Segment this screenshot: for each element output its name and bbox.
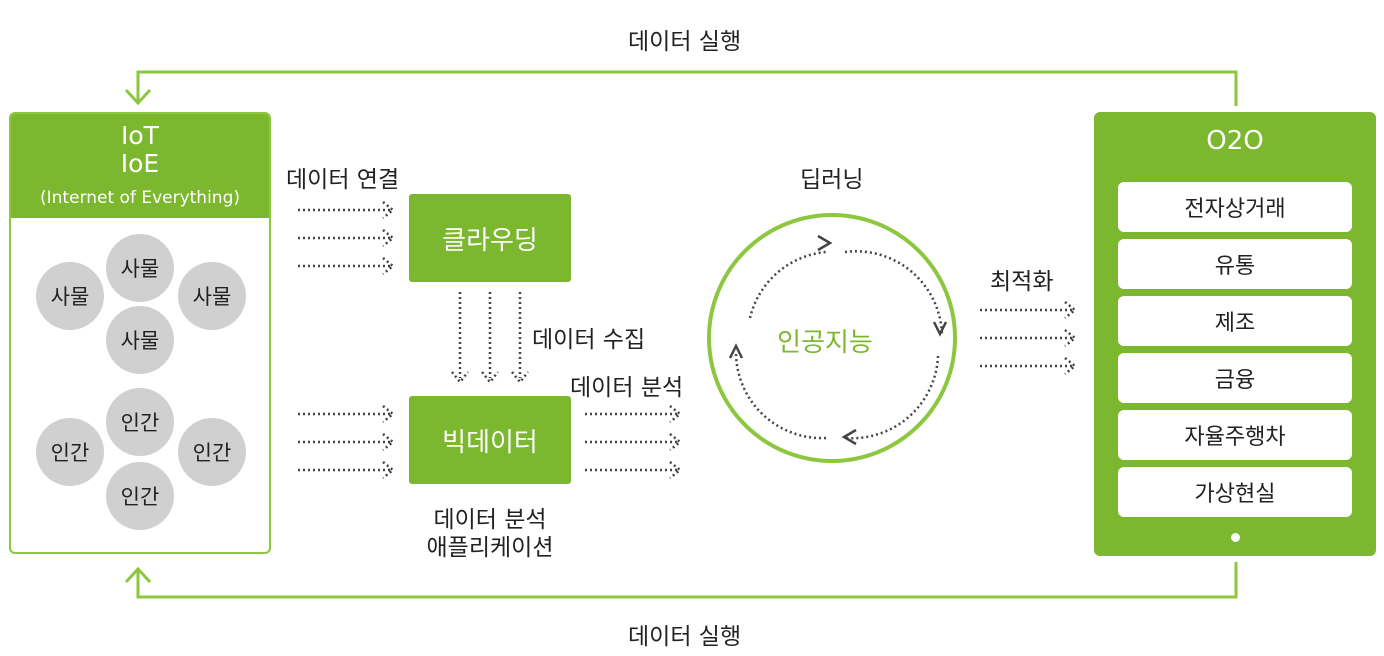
data-connection-label: 데이터 연결 xyxy=(286,167,400,193)
data-analysis-label: 데이터 분석 xyxy=(570,375,684,401)
optimization-label: 최적화 xyxy=(990,269,1054,295)
thing-circle-left: 사물 xyxy=(36,262,104,330)
dotted-arrows-cloud-to-bigdata xyxy=(451,292,529,385)
dotted-arrows-ai-to-o2o xyxy=(980,301,1078,375)
human-circle-top: 인간 xyxy=(106,388,174,456)
thing-circle-top: 사물 xyxy=(106,234,174,302)
o2o-item-distribution: 유통 xyxy=(1118,239,1352,289)
data-analysis-app-line2: 애플리케이션 xyxy=(426,535,554,561)
data-collection-label: 데이터 수집 xyxy=(532,327,646,353)
ioe-title: IoE xyxy=(120,149,160,178)
dotted-arrows-to-bigdata xyxy=(298,405,396,479)
iot-title: IoT xyxy=(121,121,159,150)
ioe-subtitle: (Internet of Everything) xyxy=(40,188,240,208)
top-loop-line xyxy=(136,70,1238,106)
o2o-item-ecommerce: 전자상거래 xyxy=(1118,182,1352,232)
o2o-item-virtual-reality: 가상현실 xyxy=(1118,467,1352,517)
o2o-item-finance: 금융 xyxy=(1118,353,1352,403)
top-loop-arrowhead xyxy=(124,88,152,106)
human-circle-bottom: 인간 xyxy=(106,462,174,530)
deep-learning-cycle xyxy=(734,250,944,440)
iot-header: IoT IoE (Internet of Everything) xyxy=(11,114,269,218)
o2o-title: O2O xyxy=(1206,126,1264,156)
bigdata-box: 빅데이터 xyxy=(409,396,571,484)
dotted-arrows-to-cloud xyxy=(298,201,396,275)
bottom-loop-line xyxy=(136,562,1238,599)
thing-circle-bottom: 사물 xyxy=(106,306,174,374)
data-analysis-app-line1: 데이터 분석 xyxy=(433,507,547,533)
bottom-loop-arrowhead xyxy=(124,566,152,584)
cloud-box: 클라우딩 xyxy=(409,194,571,282)
ai-label: 인공지능 xyxy=(777,328,873,358)
human-circle-left: 인간 xyxy=(36,418,104,486)
deep-learning-label: 딥러닝 xyxy=(800,167,864,193)
o2o-item-autonomous-car: 자율주행차 xyxy=(1118,410,1352,460)
o2o-more-dot xyxy=(1231,533,1240,542)
thing-circle-right: 사물 xyxy=(178,262,246,330)
o2o-panel: O2O 전자상거래 유통 제조 금융 자율주행차 가상현실 xyxy=(1094,112,1376,556)
deep-learning-cycle-arrowheads xyxy=(728,234,948,446)
top-data-execution-label: 데이터 실행 xyxy=(628,29,742,55)
bottom-data-execution-label: 데이터 실행 xyxy=(628,624,742,650)
ai-circle xyxy=(707,213,957,463)
human-circle-right: 인간 xyxy=(178,418,246,486)
o2o-item-manufacturing: 제조 xyxy=(1118,296,1352,346)
dotted-arrows-bigdata-to-ai xyxy=(585,405,683,479)
